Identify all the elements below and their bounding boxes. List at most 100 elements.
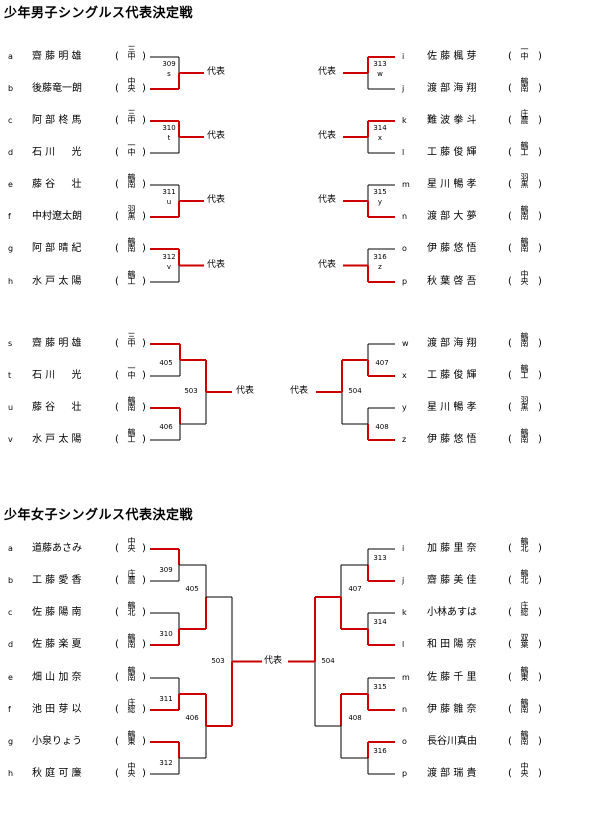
match-number: 503	[184, 387, 198, 395]
player-name: 工 藤 愛 香	[32, 575, 82, 586]
paren-close: )	[142, 672, 146, 683]
paren-open: (	[508, 607, 512, 618]
match-number: 313	[373, 60, 387, 68]
school-name: 鶴南	[127, 633, 136, 647]
player-name: 畑 山 加 奈	[32, 672, 82, 683]
paren-close: )	[538, 768, 542, 779]
match-number: 311	[159, 695, 173, 703]
player-slot-label: k	[402, 116, 407, 125]
paren-close: )	[142, 51, 146, 62]
school-name: 中央	[127, 537, 136, 551]
representative-label: 代表	[207, 259, 226, 270]
player-slot-label: e	[8, 180, 13, 189]
player-slot-label: j	[402, 84, 405, 93]
paren-close: )	[538, 543, 542, 554]
school-name: 庄総	[520, 601, 529, 615]
player-name: 長谷川真由	[427, 736, 477, 747]
player-slot-label: c	[8, 116, 13, 125]
paren-close: )	[142, 147, 146, 158]
paren-open: (	[115, 243, 119, 254]
paren-open: (	[508, 575, 512, 586]
paren-open: (	[508, 243, 512, 254]
school-name: 鶴南	[520, 730, 529, 744]
school-name: 鶴東	[520, 666, 529, 680]
match-number: 503	[211, 656, 225, 665]
paren-open: (	[508, 83, 512, 94]
paren-close: )	[538, 243, 542, 254]
player-slot-label: w	[402, 339, 409, 348]
paren-open: (	[115, 147, 119, 158]
paren-open: (	[115, 575, 119, 586]
player-slot-label: k	[402, 608, 407, 617]
paren-open: (	[115, 83, 119, 94]
paren-open: (	[115, 736, 119, 747]
paren-open: (	[508, 211, 512, 222]
match-number: 405	[159, 359, 173, 367]
player-slot-label: l	[402, 640, 405, 649]
player-slot-label: z	[402, 435, 407, 444]
school-name: 鶴南	[520, 428, 529, 442]
paren-close: )	[142, 179, 146, 190]
school-name: 庄総	[127, 698, 136, 712]
match-number: 408	[348, 714, 362, 722]
paren-close: )	[538, 370, 542, 381]
player-name: 星 川 暢 孝	[427, 402, 477, 413]
match-number: 405	[185, 585, 199, 593]
paren-close: )	[538, 639, 542, 650]
school-name: 鶴工	[127, 270, 136, 284]
player-slot-label: p	[402, 277, 408, 286]
paren-close: )	[142, 402, 146, 413]
representative-label: 代表	[290, 386, 309, 396]
paren-close: )	[142, 736, 146, 747]
paren-open: (	[115, 276, 119, 287]
school-name: 鶴南	[127, 666, 136, 680]
paren-open: (	[115, 115, 119, 126]
paren-open: (	[508, 51, 512, 62]
match-number: 310	[162, 124, 176, 132]
player-slot-label: p	[402, 769, 408, 778]
paren-close: )	[538, 115, 542, 126]
match-number: 315	[373, 683, 387, 691]
player-slot-label: h	[8, 769, 14, 778]
paren-open: (	[508, 639, 512, 650]
match-number: 407	[375, 359, 389, 367]
match-code: u	[166, 198, 172, 206]
player-name: 渡 部 海 翔	[427, 338, 477, 349]
player-name: 加 藤 里 奈	[427, 543, 477, 554]
match-code: z	[378, 262, 382, 271]
player-slot-label: h	[8, 277, 14, 286]
player-slot-label: l	[402, 148, 405, 157]
player-slot-label: y	[402, 403, 407, 412]
paren-open: (	[508, 179, 512, 190]
player-name: 石 川 光	[32, 370, 82, 381]
school-name: 一中	[520, 45, 529, 59]
school-name: 鶴南	[520, 698, 529, 712]
paren-open: (	[115, 211, 119, 222]
paren-close: )	[538, 575, 542, 586]
school-name: 中央	[127, 762, 136, 776]
player-name: 秋 庭 可 廉	[32, 768, 82, 779]
paren-close: )	[142, 434, 146, 445]
paren-open: (	[115, 672, 119, 683]
match-number: 309	[162, 60, 176, 68]
player-name: 池 田 芽 以	[32, 704, 82, 715]
school-name: 三中	[127, 109, 136, 123]
representative-label: 代表	[318, 195, 337, 205]
school-name: 鶴東	[127, 730, 136, 744]
player-slot-label: x	[402, 371, 407, 380]
player-name: 阿 部 晴 紀	[32, 243, 82, 254]
player-name: 後藤竜一朗	[32, 83, 82, 94]
paren-open: (	[508, 736, 512, 747]
player-slot-label: i	[402, 544, 405, 553]
paren-close: )	[142, 211, 146, 222]
paren-close: )	[538, 704, 542, 715]
paren-close: )	[142, 115, 146, 126]
match-number: 309	[159, 566, 173, 574]
representative-label: 代表	[207, 131, 226, 141]
paren-open: (	[508, 434, 512, 445]
paren-open: (	[115, 402, 119, 413]
paren-close: )	[538, 607, 542, 618]
paren-open: (	[508, 402, 512, 413]
player-name: 小林あすは	[427, 607, 477, 618]
school-name: 一中	[127, 141, 136, 155]
